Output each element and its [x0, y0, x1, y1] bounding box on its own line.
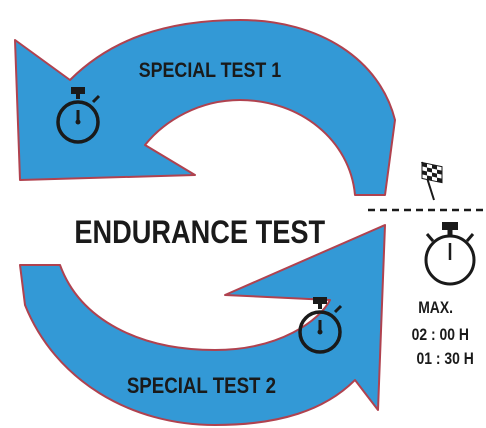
top-cycle-arrow [14, 19, 396, 196]
stopwatch-icon [424, 222, 476, 286]
endurance-test-label: ENDURANCE TEST [74, 215, 325, 251]
stopwatch-icon [56, 87, 101, 144]
bottom-cycle-arrow [19, 224, 386, 426]
stopwatch-icon [298, 297, 343, 354]
max-time-1: 02 : 00 H [412, 326, 469, 345]
special-test-1-label: SPECIAL TEST 1 [139, 59, 282, 83]
max-time-2: 01 : 30 H [417, 350, 474, 369]
max-label: MAX. [418, 299, 453, 318]
checkered-flag-icon [421, 161, 443, 201]
special-test-2-label: SPECIAL TEST 2 [127, 375, 276, 399]
